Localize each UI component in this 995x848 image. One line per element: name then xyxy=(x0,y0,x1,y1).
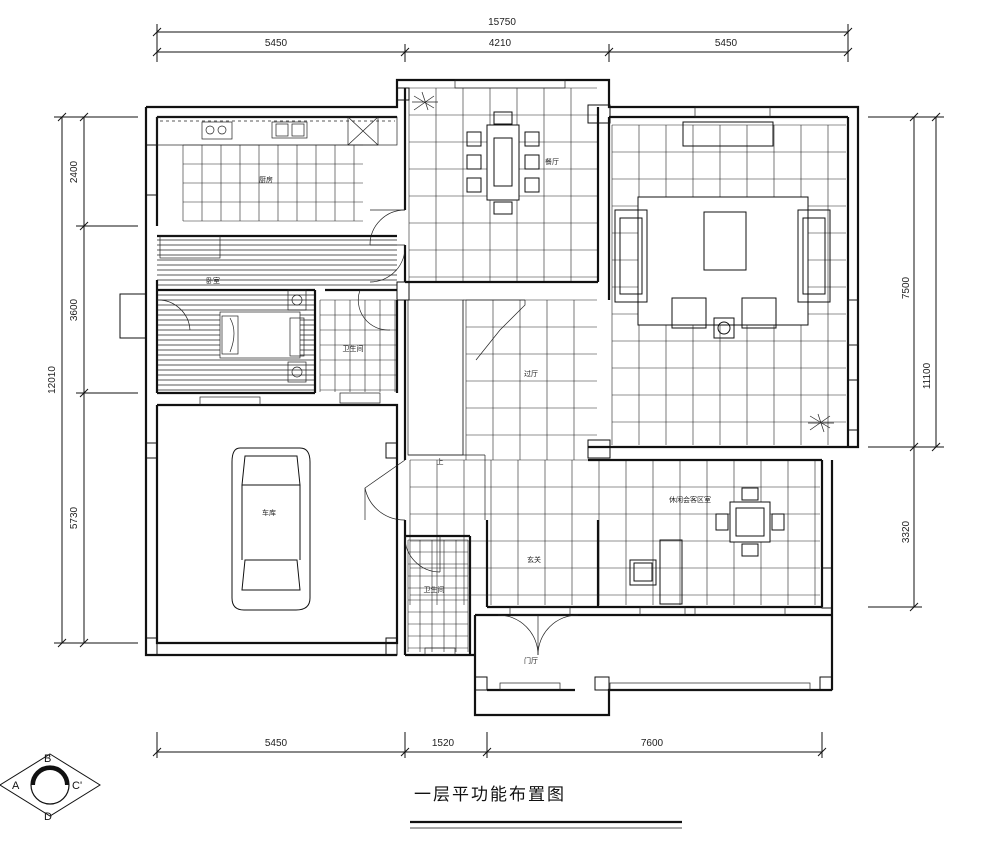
right-total-dim: 11100 xyxy=(922,362,933,389)
label-leisure: 休闲会客区室 xyxy=(669,495,711,504)
label-bathroom-upper: 卫生间 xyxy=(343,344,364,353)
columns xyxy=(119,87,859,691)
left-dimension-lines xyxy=(54,112,138,648)
compass-c: C' xyxy=(72,780,82,792)
living-room-furniture xyxy=(614,121,831,339)
top-total-dim: 15750 xyxy=(488,17,516,28)
drawing-title: 一层平功能布置图 xyxy=(414,785,566,805)
right-dim-2: 3320 xyxy=(901,520,912,543)
label-garage: 车库 xyxy=(262,508,276,517)
staircase xyxy=(407,299,526,520)
right-dim-1: 7500 xyxy=(901,276,912,299)
top-dim-3: 5450 xyxy=(715,38,738,49)
left-total-dim: 12010 xyxy=(47,366,58,394)
dining-table xyxy=(466,111,540,215)
tea-table xyxy=(629,487,785,605)
label-entrance: 门厅 xyxy=(524,656,538,665)
compass-symbol xyxy=(0,753,101,817)
label-dining: 餐厅 xyxy=(545,157,559,166)
left-dim-1: 2400 xyxy=(69,160,80,183)
label-kitchen: 厨房 xyxy=(259,175,273,184)
bottom-dim-2: 1520 xyxy=(432,738,455,749)
top-dim-1: 5450 xyxy=(265,38,288,49)
bed-icon xyxy=(219,289,307,383)
compass-d: D xyxy=(44,811,52,823)
label-hall: 过厅 xyxy=(524,369,538,378)
bottom-dim-3: 7600 xyxy=(641,738,664,749)
plant-icons xyxy=(412,91,834,433)
right-dimension-lines xyxy=(868,112,944,612)
bottom-dim-1: 5450 xyxy=(265,738,288,749)
bedroom-radiator xyxy=(159,235,221,259)
label-stair-up: 上 xyxy=(437,457,444,466)
label-bathroom-lower: 卫生间 xyxy=(424,585,445,594)
car-icon xyxy=(231,447,311,611)
label-foyer: 玄关 xyxy=(527,555,541,564)
doors xyxy=(156,209,579,656)
compass-b: B xyxy=(44,753,51,765)
left-dim-3: 5730 xyxy=(69,506,80,529)
top-dim-2: 4210 xyxy=(489,38,512,49)
windows xyxy=(199,79,859,691)
left-dim-2: 3600 xyxy=(69,298,80,321)
bottom-dimension-lines xyxy=(152,732,827,758)
top-dimension-lines xyxy=(152,24,853,62)
kitchen-counter xyxy=(156,116,398,146)
label-bedroom: 卧室 xyxy=(206,276,220,285)
compass-a: A xyxy=(12,780,20,792)
